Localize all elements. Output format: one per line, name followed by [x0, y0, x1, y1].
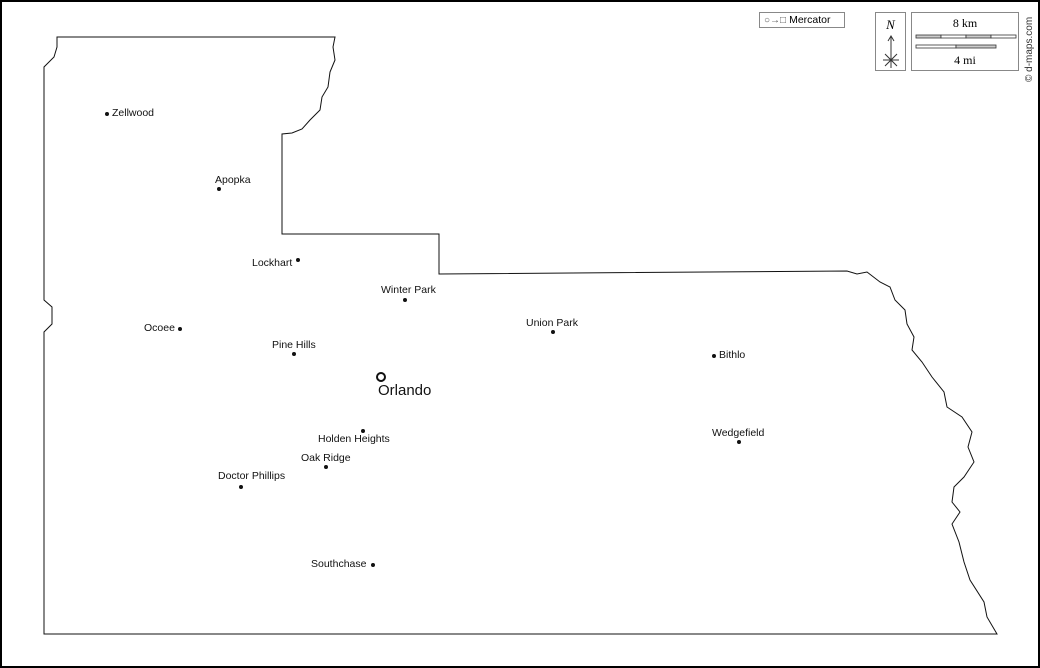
city-dot	[217, 187, 221, 191]
scale-bar: 8 km 4 mi	[911, 12, 1019, 71]
city-dot	[105, 112, 109, 116]
circle-to-square-icon: ○→□	[764, 14, 787, 26]
compass-icon	[883, 35, 899, 68]
credit: © d-maps.com	[1024, 16, 1035, 82]
city-label-lockhart: Lockhart	[252, 257, 293, 269]
city-label-zellwood: Zellwood	[112, 107, 155, 119]
city-label-orlando: Orlando	[378, 382, 432, 399]
city-dot	[712, 354, 716, 358]
city-dot	[403, 298, 407, 302]
city-label-winter-park: Winter Park	[381, 284, 436, 296]
capital-marker	[376, 372, 386, 382]
city-label-southchase: Southchase	[311, 558, 367, 570]
city-label-doctor-phillips: Doctor Phillips	[218, 470, 286, 482]
city-dot	[292, 352, 296, 356]
city-dot	[737, 440, 741, 444]
city-label-union-park: Union Park	[526, 317, 578, 329]
city-label-oak-ridge: Oak Ridge	[301, 452, 351, 464]
scale-bars	[915, 34, 1017, 49]
city-dot	[371, 563, 375, 567]
city-dot	[324, 465, 328, 469]
city-dot	[551, 330, 555, 334]
city-label-pine-hills: Pine Hills	[272, 339, 316, 351]
city-label-wedgefield: Wedgefield	[712, 427, 765, 439]
projection-label: Mercator	[789, 14, 831, 26]
city-label-holden-heights: Holden Heights	[318, 433, 390, 445]
projection-legend: ○→□ Mercator	[759, 12, 845, 28]
north-label: N	[886, 17, 895, 32]
city-label-bithlo: Bithlo	[719, 349, 746, 361]
city-label-ocoee: Ocoee	[144, 322, 175, 334]
city-dot	[296, 258, 300, 262]
city-dot	[239, 485, 243, 489]
city-dot	[361, 429, 365, 433]
city-dot	[178, 327, 182, 331]
scale-km-label: 8 km	[952, 16, 978, 30]
north-arrow: N	[875, 12, 906, 71]
scale-mi-label: 4 mi	[954, 53, 976, 67]
city-label-apopka: Apopka	[215, 174, 251, 186]
